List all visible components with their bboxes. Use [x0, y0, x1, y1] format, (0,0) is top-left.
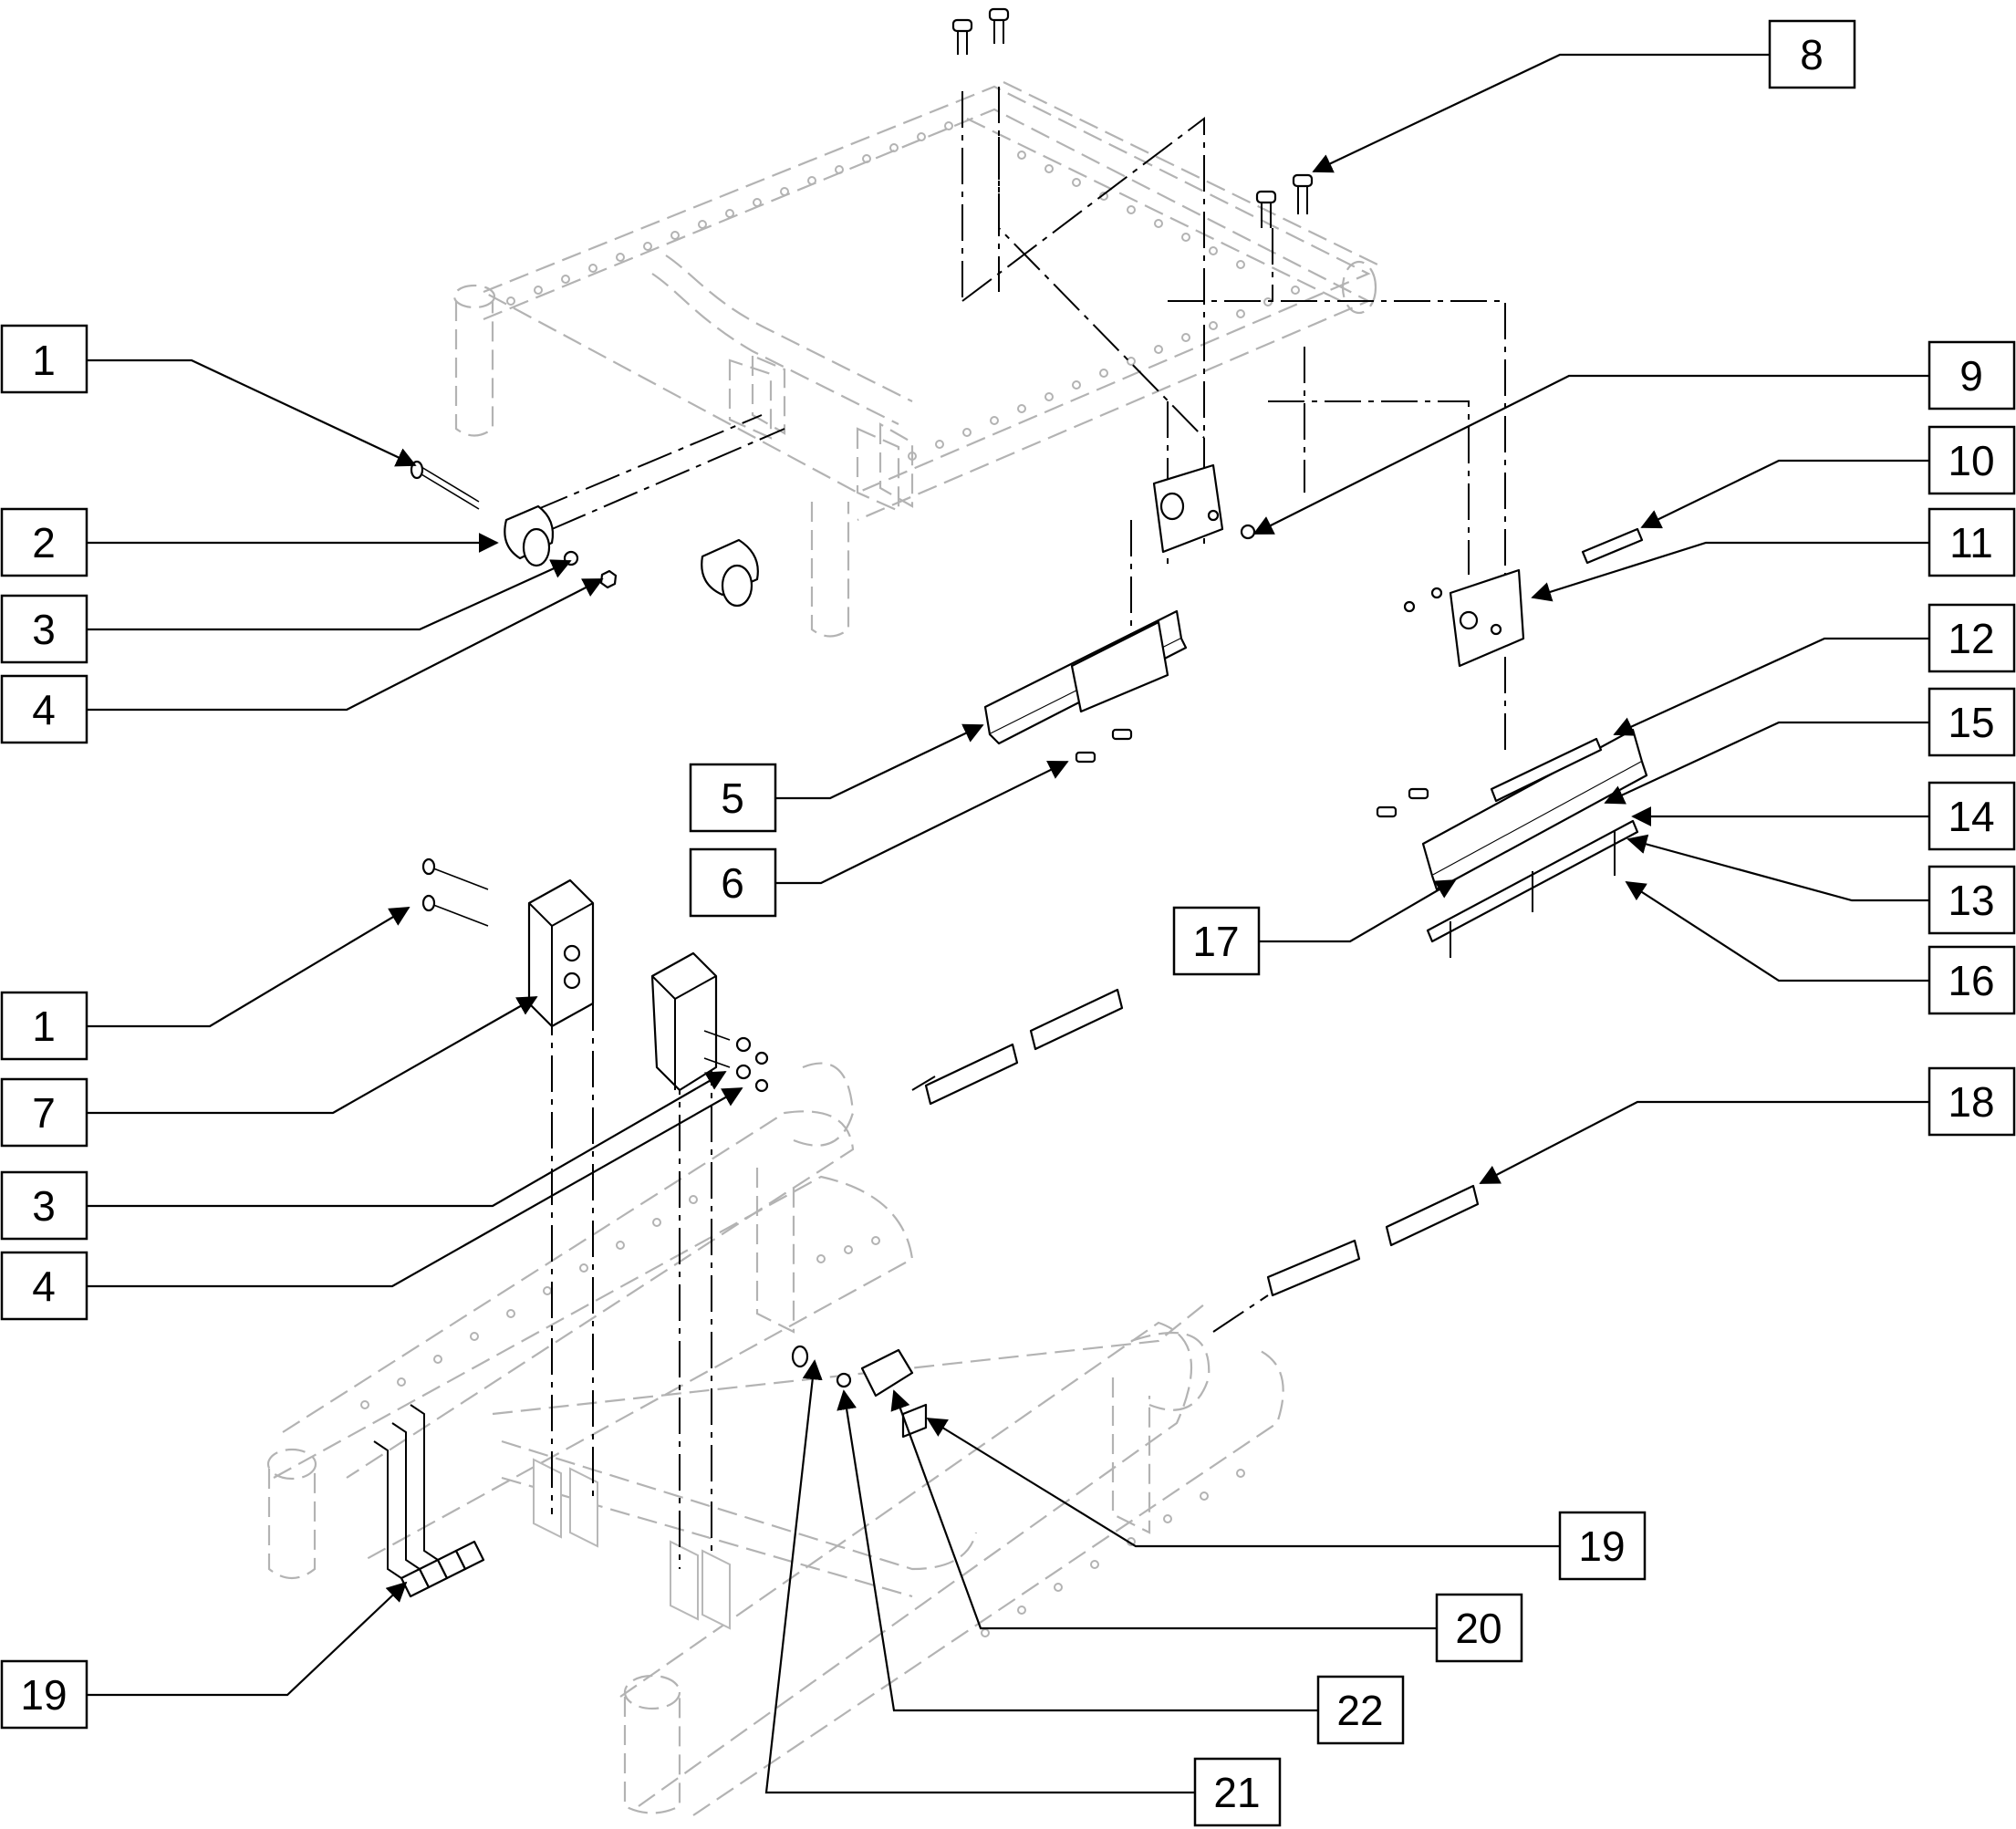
svg-text:8: 8	[1800, 31, 1824, 78]
svg-text:17: 17	[1192, 918, 1239, 965]
left-rail	[983, 609, 1188, 764]
callout-1-lower: 1	[0, 991, 88, 1061]
callout-15: 15	[1928, 687, 2016, 757]
callout-11: 11	[1928, 507, 2016, 577]
svg-text:4: 4	[32, 1263, 56, 1310]
callout-16: 16	[1928, 945, 2016, 1015]
svg-text:20: 20	[1455, 1605, 1502, 1652]
upper-left-bolt-assembly	[410, 460, 759, 608]
callout-18: 18	[1928, 1066, 2016, 1137]
left-mount-block	[421, 857, 595, 1028]
right-rail-assembly	[1376, 728, 1648, 958]
svg-text:11: 11	[1949, 519, 1993, 566]
svg-text:12: 12	[1948, 615, 1994, 662]
callout-3-lower: 3	[0, 1170, 88, 1241]
callout-5: 5	[689, 763, 777, 833]
callout-4-lower: 4	[0, 1251, 88, 1321]
svg-text:21: 21	[1213, 1769, 1260, 1816]
svg-text:7: 7	[32, 1089, 56, 1137]
callouts: 1 2 3 4 5 6 1 7 3 4 19 8 9 10 11 12 15 1…	[0, 19, 2016, 1827]
svg-text:19: 19	[1578, 1522, 1625, 1570]
callout-3-upper: 3	[0, 594, 88, 664]
svg-text:3: 3	[32, 1182, 56, 1230]
svg-text:16: 16	[1948, 957, 1994, 1004]
svg-text:22: 22	[1336, 1687, 1383, 1734]
callout-19-left: 19	[0, 1659, 88, 1730]
frame-holes-lower	[360, 1195, 1245, 1637]
svg-text:13: 13	[1948, 877, 1994, 924]
callout-8: 8	[1768, 19, 1856, 89]
callout-7: 7	[0, 1077, 88, 1148]
callout-13: 13	[1928, 865, 2016, 935]
callout-22: 22	[1316, 1675, 1405, 1745]
svg-text:19: 19	[20, 1671, 67, 1719]
svg-text:3: 3	[32, 606, 56, 653]
callout-10: 10	[1928, 425, 2016, 495]
leader-lines	[87, 53, 1929, 1794]
svg-text:14: 14	[1948, 793, 1994, 840]
svg-text:10: 10	[1948, 437, 1994, 484]
svg-text:18: 18	[1948, 1078, 1994, 1126]
callout-2: 2	[0, 507, 88, 577]
frame-holes-upper	[506, 121, 1300, 461]
callout-17: 17	[1172, 906, 1261, 976]
svg-text:1: 1	[32, 1003, 56, 1050]
callout-6: 6	[689, 847, 777, 918]
svg-text:1: 1	[32, 337, 56, 384]
svg-text:9: 9	[1959, 352, 1983, 400]
callout-1-upper: 1	[0, 324, 88, 394]
rail-covers	[924, 988, 1480, 1297]
callout-21: 21	[1193, 1757, 1282, 1827]
svg-text:15: 15	[1948, 699, 1994, 746]
leg-clamps	[373, 1404, 485, 1598]
assembly-center-lines	[533, 87, 1506, 1569]
callout-9: 9	[1928, 340, 2016, 410]
svg-text:6: 6	[721, 859, 744, 907]
callout-14: 14	[1928, 781, 2016, 851]
callout-20: 20	[1435, 1593, 1523, 1663]
top-screws	[951, 7, 1314, 228]
svg-text:4: 4	[32, 686, 56, 733]
svg-text:5: 5	[721, 774, 744, 822]
callout-19-right: 19	[1558, 1511, 1647, 1581]
right-mount-block	[650, 951, 769, 1093]
svg-text:2: 2	[32, 519, 56, 566]
lower-base-frame-ghost	[266, 1062, 1284, 1816]
callout-4-upper: 4	[0, 674, 88, 744]
callout-12: 12	[1928, 603, 2016, 673]
upper-seat-frame-ghost	[452, 81, 1378, 638]
right-hinge-bracket	[1403, 527, 1644, 668]
